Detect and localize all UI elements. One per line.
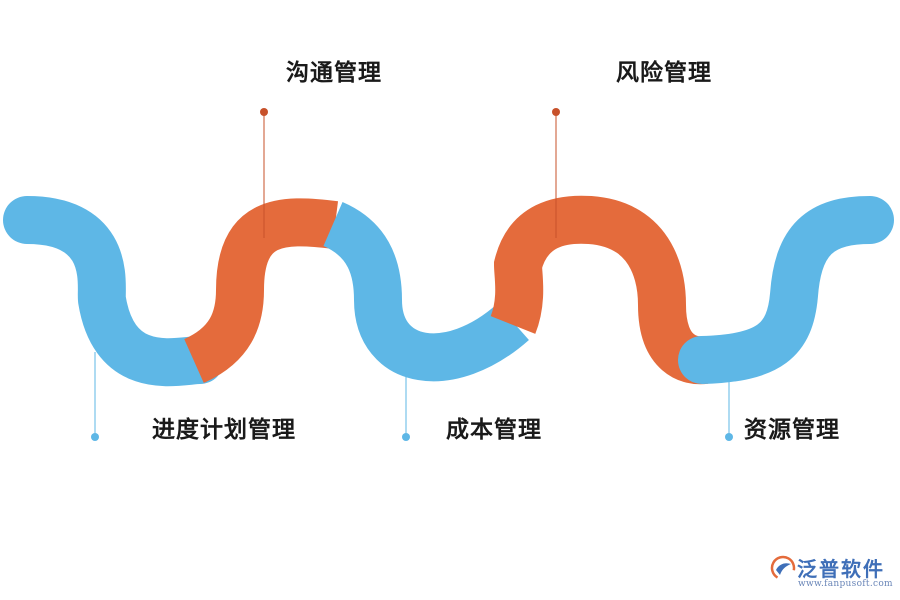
wave-segment-0 (3, 196, 224, 387)
wave-segment-2 (322, 201, 529, 382)
pointer-dot-4 (725, 433, 733, 441)
pointer-dot-2 (402, 433, 410, 441)
fanpu-logo-icon (770, 555, 796, 581)
brand-watermark: 泛普软件 www.fanpusoft.com (770, 553, 896, 593)
pointer-dot-3 (552, 108, 560, 116)
wave-segment-4 (678, 196, 894, 384)
pointer-dot-1 (260, 108, 268, 116)
brand-name: 泛普软件 (797, 557, 885, 581)
wave-segment-1 (183, 198, 339, 383)
wave-segment-3 (490, 195, 709, 385)
brand-url: www.fanpusoft.com (798, 579, 893, 589)
stage-label-schedule: 进度计划管理 (152, 417, 296, 443)
stage-label-resource: 资源管理 (744, 417, 840, 443)
pointer-dot-0 (91, 433, 99, 441)
stage-label-risk: 风险管理 (616, 60, 712, 86)
stage-label-communication: 沟通管理 (286, 60, 382, 86)
stage-label-cost: 成本管理 (446, 417, 542, 443)
